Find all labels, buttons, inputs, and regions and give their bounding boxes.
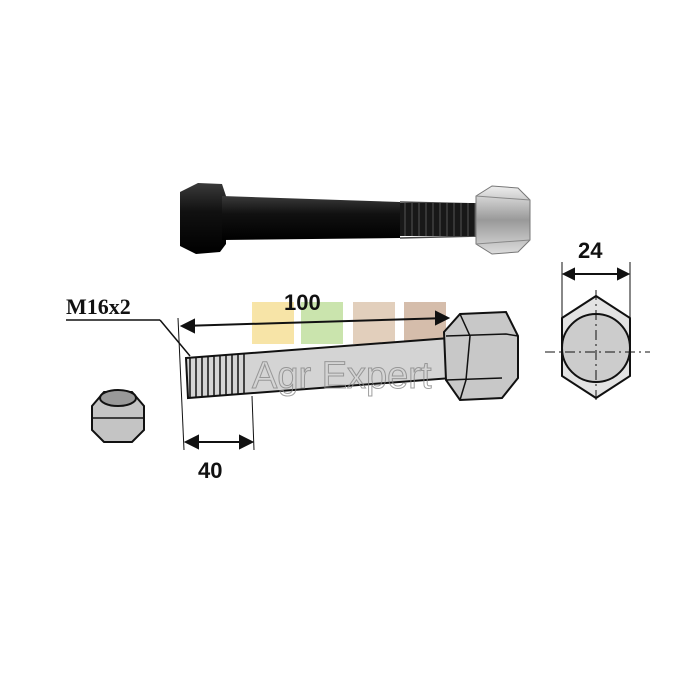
thread-size-label: M16x2 xyxy=(66,294,131,319)
dimension-lines xyxy=(66,310,451,451)
length-label: 100 xyxy=(284,290,321,315)
watermark-text: Agr Expert xyxy=(252,355,432,397)
head-width-label: 24 xyxy=(578,238,603,263)
hex-end-view xyxy=(545,262,650,400)
bolt-photo xyxy=(180,183,531,255)
nut-drawing xyxy=(91,389,145,443)
bolt-drawing xyxy=(184,310,519,402)
thread-length-label: 40 xyxy=(198,458,222,483)
